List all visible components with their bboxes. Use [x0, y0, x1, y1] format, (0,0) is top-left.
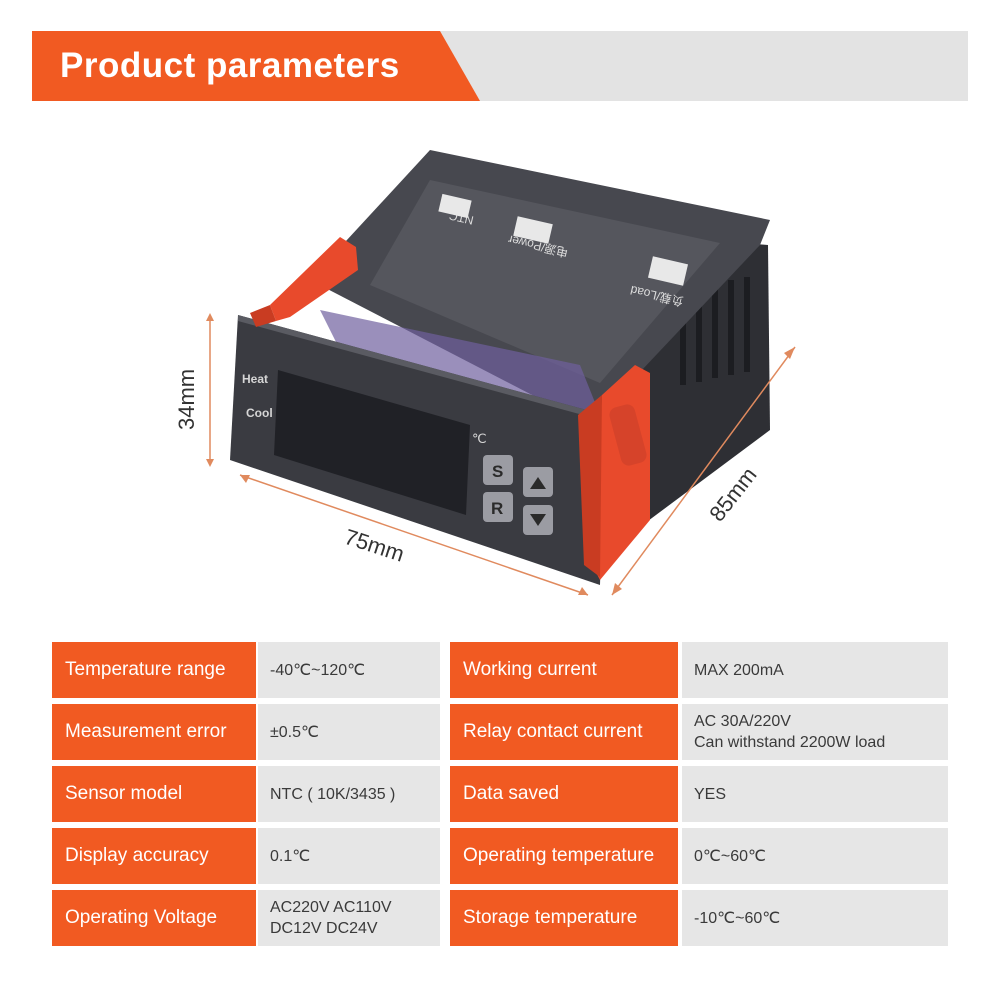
spec-value: 0.1℃: [258, 828, 440, 884]
banner-accent: [32, 31, 480, 101]
thermostat-illustration: NTC 电源/Power 负载/Load Heat Cool ℃ S: [174, 150, 796, 596]
vent-slots: [680, 277, 750, 385]
dim-height: 34mm: [174, 313, 214, 467]
spec-value: AC 30A/220V Can withstand 2200W load: [682, 704, 948, 760]
right-mounting-clip: [578, 365, 650, 580]
header-banner: Product parameters: [32, 31, 968, 101]
product-image: NTC 电源/Power 负载/Load Heat Cool ℃ S: [160, 125, 840, 625]
set-button[interactable]: S: [483, 455, 513, 485]
up-button[interactable]: [523, 467, 553, 497]
height-dimension: 34mm: [174, 369, 199, 430]
spec-label: Sensor model: [52, 766, 256, 822]
spec-label: Working current: [450, 642, 678, 698]
led-display: [274, 370, 470, 515]
down-arrow-icon: [530, 514, 546, 526]
svg-text:S: S: [492, 462, 503, 481]
spec-value: ±0.5℃: [258, 704, 440, 760]
spec-row: Sensor model NTC ( 10K/3435 ) Data saved…: [52, 766, 948, 822]
celsius-unit: ℃: [472, 431, 487, 446]
label-strip: [320, 310, 600, 415]
cool-indicator-label: Cool: [246, 406, 273, 420]
spec-label: Data saved: [450, 766, 678, 822]
spec-value: YES: [682, 766, 948, 822]
power-terminal: [513, 216, 553, 244]
spec-label: Display accuracy: [52, 828, 256, 884]
down-button[interactable]: [523, 505, 553, 535]
spec-row: Operating Voltage AC220V AC110V DC12V DC…: [52, 890, 948, 946]
spec-label: Measurement error: [52, 704, 256, 760]
left-mounting-clip: [250, 237, 358, 327]
spec-label: Operating temperature: [450, 828, 678, 884]
spec-row: Measurement error ±0.5℃ Relay contact cu…: [52, 704, 948, 760]
spec-label: Operating Voltage: [52, 890, 256, 946]
spec-label: Relay contact current: [450, 704, 678, 760]
device-top-label-area: [370, 180, 720, 383]
spec-value: -10℃~60℃: [682, 890, 948, 946]
heat-indicator-label: Heat: [242, 372, 268, 386]
reset-button[interactable]: R: [483, 492, 513, 522]
spec-table: Temperature range -40℃~120℃ Working curr…: [52, 642, 948, 952]
spec-value: 0℃~60℃: [682, 828, 948, 884]
svg-text:R: R: [491, 499, 503, 518]
spec-value: -40℃~120℃: [258, 642, 440, 698]
ntc-terminal: [438, 193, 472, 219]
spec-row: Display accuracy 0.1℃ Operating temperat…: [52, 828, 948, 884]
spec-value: MAX 200mA: [682, 642, 948, 698]
spec-value: NTC ( 10K/3435 ): [258, 766, 440, 822]
spec-row: Temperature range -40℃~120℃ Working curr…: [52, 642, 948, 698]
spec-label: Temperature range: [52, 642, 256, 698]
spec-label: Storage temperature: [450, 890, 678, 946]
up-arrow-icon: [530, 477, 546, 489]
spec-value: AC220V AC110V DC12V DC24V: [258, 890, 440, 946]
page-title: Product parameters: [60, 46, 400, 85]
width-dimension: 75mm: [341, 524, 407, 567]
load-terminal: [647, 256, 689, 286]
